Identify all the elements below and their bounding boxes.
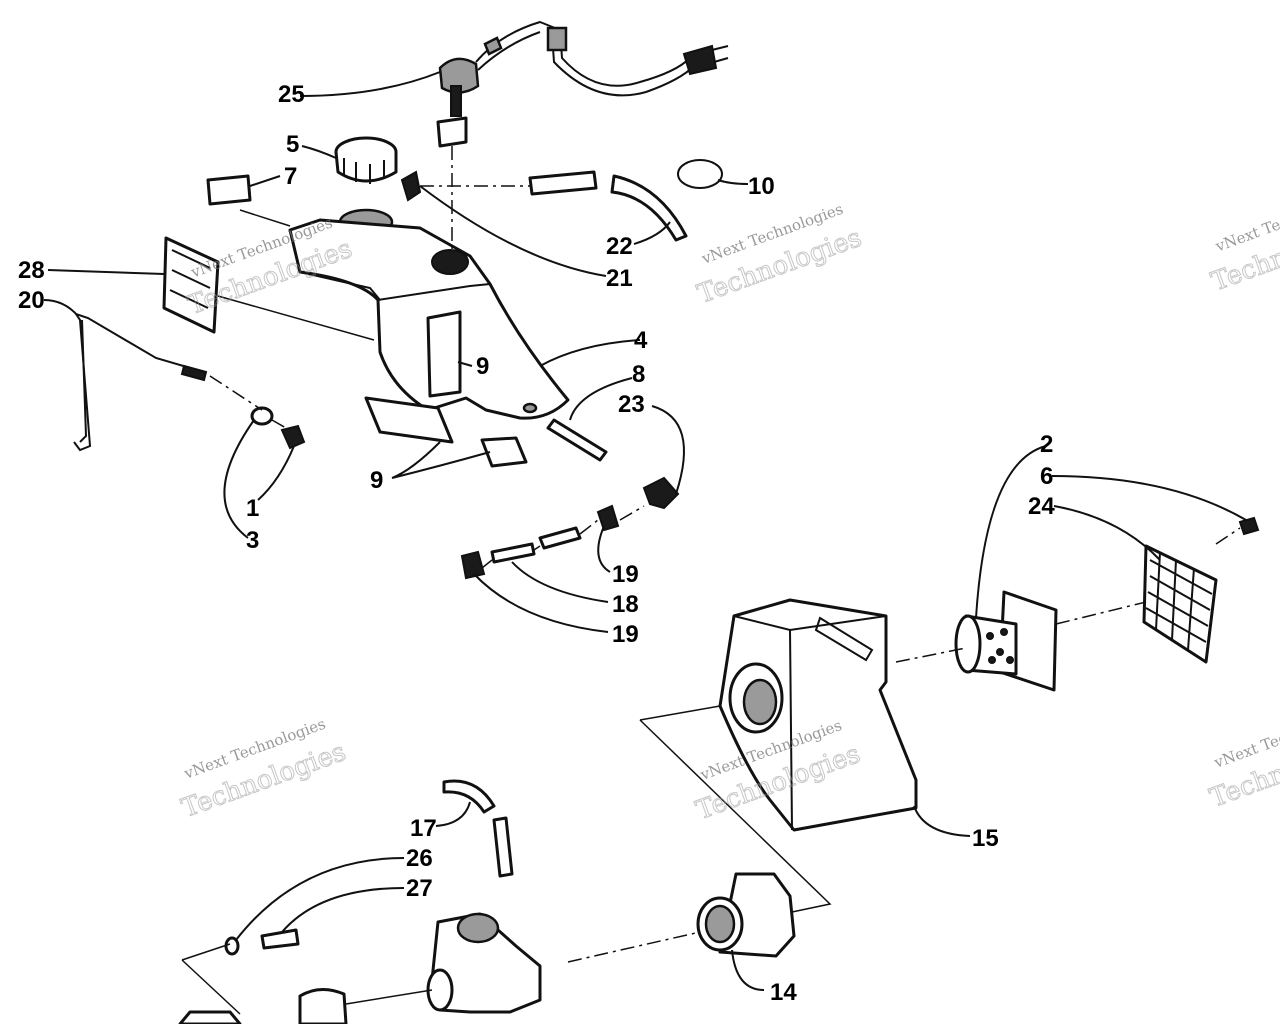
centerlines xyxy=(209,146,1241,963)
callout-1: 1 xyxy=(246,495,259,522)
callout-3: 3 xyxy=(246,527,259,554)
callout-20: 20 xyxy=(18,287,45,314)
callout-26: 26 xyxy=(406,845,433,872)
fuel-tank-cap xyxy=(334,136,398,236)
watermark: vNext Technologies Technologies xyxy=(693,200,866,311)
callout-8: 8 xyxy=(632,361,645,388)
fuel-line-fittings xyxy=(460,476,680,580)
callout-18: 18 xyxy=(612,591,639,618)
callout-labels: 25 5 7 10 22 21 28 20 9 4 8 23 9 1 3 2 6… xyxy=(18,81,1055,1006)
silencer-intake-tube xyxy=(954,590,1058,692)
vent-fitting-and-hose xyxy=(400,159,723,242)
callout-19-lower: 19 xyxy=(612,621,639,648)
drain-hose xyxy=(546,418,608,462)
callout-14: 14 xyxy=(770,979,797,1006)
callout-10: 10 xyxy=(748,173,775,200)
leader-lines xyxy=(43,71,1247,991)
decal-plate xyxy=(162,236,220,334)
callout-21: 21 xyxy=(606,265,633,292)
callout-19-upper: 19 xyxy=(612,561,639,588)
watermark-group: vNext Technologies Technologies vNext Te… xyxy=(177,188,1280,827)
callout-7: 7 xyxy=(284,163,297,190)
callout-17: 17 xyxy=(410,815,437,842)
watermark: vNext Technologies Technologies xyxy=(177,715,350,825)
callout-9-tank-pad-upper: 9 xyxy=(476,353,489,380)
callout-15: 15 xyxy=(972,825,999,852)
watermark: vNext Technologies Technologies xyxy=(1206,704,1280,815)
decal-small xyxy=(206,174,252,206)
callout-9-tank-pad-lower: 9 xyxy=(370,467,383,494)
watermark: vNext Technologies Technologies xyxy=(184,213,357,321)
callout-24: 24 xyxy=(1028,493,1055,520)
callout-27: 27 xyxy=(406,875,433,902)
callout-22: 22 xyxy=(606,233,633,260)
fuel-gauge-sender xyxy=(436,20,729,148)
air-silencer xyxy=(718,598,918,832)
callout-5: 5 xyxy=(286,131,299,158)
carburetor-assembly xyxy=(178,779,542,1024)
callout-25: 25 xyxy=(278,81,305,108)
callout-6: 6 xyxy=(1040,463,1053,490)
fuel-tank xyxy=(288,218,570,420)
callout-2: 2 xyxy=(1040,431,1053,458)
watermark: vNext Technologies Technologies xyxy=(1207,188,1280,299)
watermark-text: vNext Technologies xyxy=(1212,188,1280,256)
tank-pad xyxy=(364,396,528,468)
assembly-planes xyxy=(181,209,832,1015)
callout-4: 4 xyxy=(634,327,648,354)
callout-28: 28 xyxy=(18,257,45,284)
intake-screen xyxy=(1142,516,1260,664)
intake-boot xyxy=(696,872,796,958)
tank-mounting-rod xyxy=(73,312,306,452)
callout-23: 23 xyxy=(618,391,645,418)
